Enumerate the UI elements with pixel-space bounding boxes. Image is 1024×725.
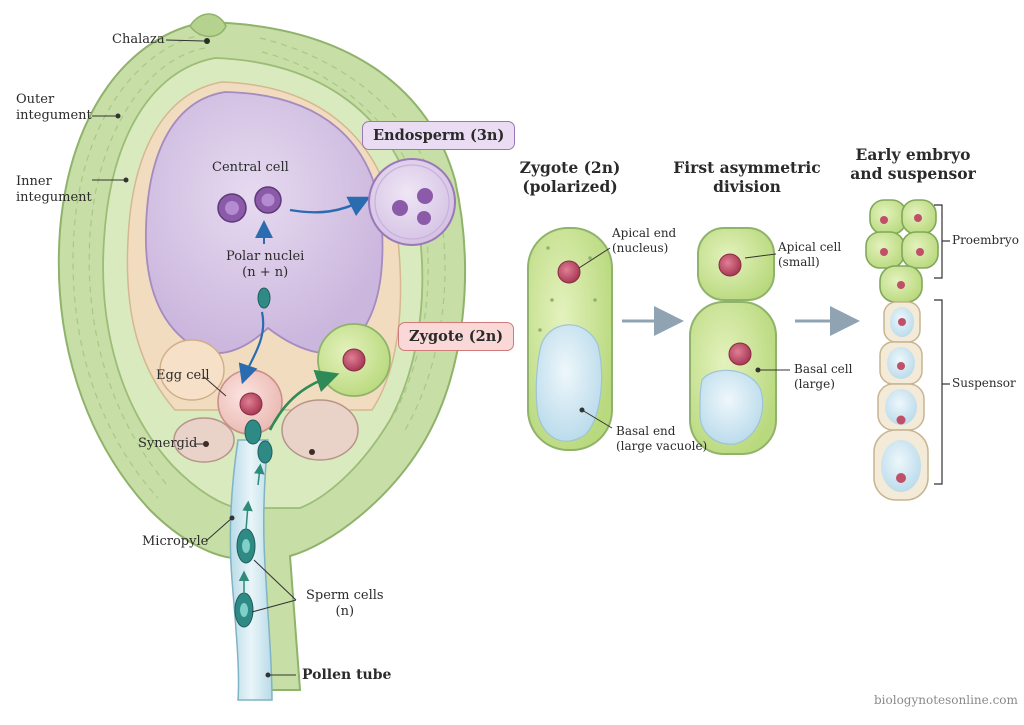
watermark: biologynotesonline.com (874, 693, 1018, 707)
ovule-leader-lines (92, 39, 297, 676)
label-apical-end: Apical end (nucleus) (612, 226, 677, 255)
stage-division-cells (689, 227, 777, 455)
polar-nuclei (217, 186, 282, 223)
label-pollen-tube: Pollen tube (302, 667, 392, 683)
label-suspensor: Suspensor (952, 376, 1016, 390)
pollen-tube (229, 439, 273, 701)
label-egg-cell: Egg cell (156, 368, 210, 383)
label-sperm-cells: Sperm cells (n) (306, 588, 384, 619)
to-endosperm-arrow (289, 196, 371, 217)
title-embryo-stage: Early embryo and suspensor (850, 145, 976, 183)
label-apical-cell: Apical cell (small) (778, 240, 842, 269)
label-basal-cell: Basal cell (large) (794, 362, 853, 391)
tag-zygote: Zygote (2n) (398, 322, 515, 351)
embryo-brackets (934, 204, 950, 485)
tag-endosperm: Endosperm (3n) (362, 121, 516, 150)
chalaza-knob (189, 13, 227, 38)
title-zygote-stage: Zygote (2n) (polarized) (519, 158, 621, 196)
sperm-cells (234, 287, 273, 628)
label-micropyle: Micropyle (142, 534, 209, 549)
label-chalaza: Chalaza (112, 32, 165, 47)
label-basal-end: Basal end (large vacuole) (616, 424, 708, 453)
suspensor-chain (873, 301, 929, 501)
synergid-right (281, 399, 359, 461)
to-zygote-arrow (268, 369, 340, 431)
synergid-left (173, 417, 235, 463)
label-synergid: Synergid (138, 436, 198, 451)
polar-to-egg-arrow (238, 311, 265, 385)
title-division-stage: First asymmetric division (673, 158, 821, 196)
label-proembryo: Proembryo (952, 233, 1019, 247)
chalaza-pointer-dot (204, 38, 210, 44)
stage-zygote-cell (527, 227, 613, 451)
label-outer-integument: Outer integument (16, 92, 92, 123)
label-central-cell: Central cell (212, 160, 289, 175)
left-cell (159, 339, 225, 401)
label-inner-integument: Inner integument (16, 174, 92, 205)
proembryo-cluster (865, 199, 939, 303)
endosperm-cell (368, 158, 456, 246)
label-polar-nuclei: Polar nuclei (n + n) (226, 249, 305, 280)
